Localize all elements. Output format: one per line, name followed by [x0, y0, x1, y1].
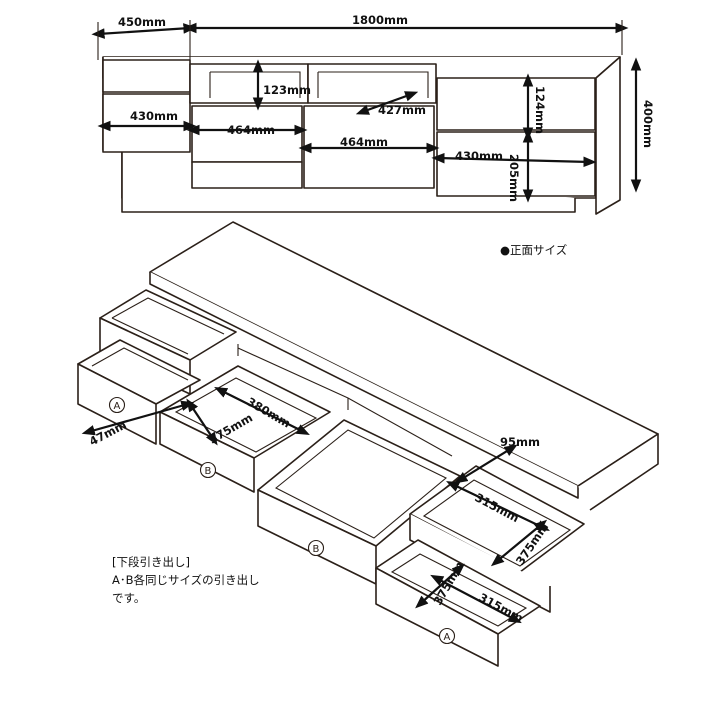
- dim-arrow-47: [81, 400, 195, 436]
- dim-label-124: 124mm: [533, 86, 547, 134]
- iso-top-front-edge: [149, 272, 579, 499]
- iso-drawer-a-left-inner: [91, 347, 189, 381]
- front-size-caption: ●正面サイズ: [500, 243, 567, 257]
- isometric-view: 47mm 375mm 380mm 95mm 315mm 375mm 375mm …: [77, 221, 659, 667]
- dim-label-464-a: 464mm: [227, 123, 275, 137]
- dim-label-450: 450mm: [118, 15, 166, 29]
- dim-label-1800: 1800mm: [352, 13, 408, 27]
- dim-arrow-315-a: [430, 574, 522, 624]
- cabinet-right-side: [595, 56, 621, 215]
- marker-b-center: B: [307, 539, 325, 557]
- svg-text:B: B: [313, 544, 320, 555]
- shelf-back-left: [209, 71, 301, 98]
- iso-shelf-inner-lines: [237, 344, 453, 457]
- dim-arrow-95: [454, 444, 518, 484]
- dim-label-47: 47mm: [87, 418, 129, 449]
- dim-arrow-380: [214, 387, 310, 435]
- dim-arrow-375-top: [490, 519, 548, 567]
- note-title: [下段引き出し]: [112, 555, 190, 569]
- front-view: 450mm 1800mm 123mm 427mm 430mm 464mm 464…: [91, 13, 655, 257]
- dim-arrow-450: [91, 23, 197, 39]
- front-drawer-center-left-lower: [191, 161, 303, 189]
- marker-b-left: B: [199, 461, 217, 479]
- dim-label-123: 123mm: [263, 83, 311, 97]
- iso-right-side: [577, 433, 659, 511]
- shelf-back-right: [317, 71, 429, 98]
- front-drawer-left-top: [102, 59, 191, 93]
- dim-label-205: 205mm: [507, 154, 521, 202]
- dim-label-430-right: 430mm: [455, 149, 503, 163]
- svg-text:A: A: [114, 401, 121, 412]
- front-drawer-right-top: [436, 77, 596, 131]
- iso-drawer-upper-left-inner: [111, 297, 225, 355]
- dim-label-400: 400mm: [641, 100, 655, 148]
- note-line-2: です。: [112, 591, 145, 605]
- dim-label-430-left: 430mm: [130, 109, 178, 123]
- marker-a-right: A: [438, 627, 456, 645]
- dim-arrow-427: [355, 91, 419, 115]
- dim-arrow-430-right: [431, 152, 597, 168]
- svg-text:B: B: [205, 466, 212, 477]
- marker-a-left: A: [108, 396, 126, 414]
- dim-arrow-375-b: [186, 398, 218, 446]
- open-shelf-right: [307, 63, 437, 104]
- iso-drawer-b-center-inner: [274, 429, 448, 539]
- front-drawer-left-bottom: [102, 93, 191, 153]
- note-line-1: A･B各同じサイズの引き出し: [112, 573, 260, 587]
- dim-label-464-b: 464mm: [340, 135, 388, 149]
- dim-label-427: 427mm: [378, 103, 426, 117]
- dim-label-95: 95mm: [500, 435, 540, 449]
- svg-text:A: A: [444, 632, 451, 643]
